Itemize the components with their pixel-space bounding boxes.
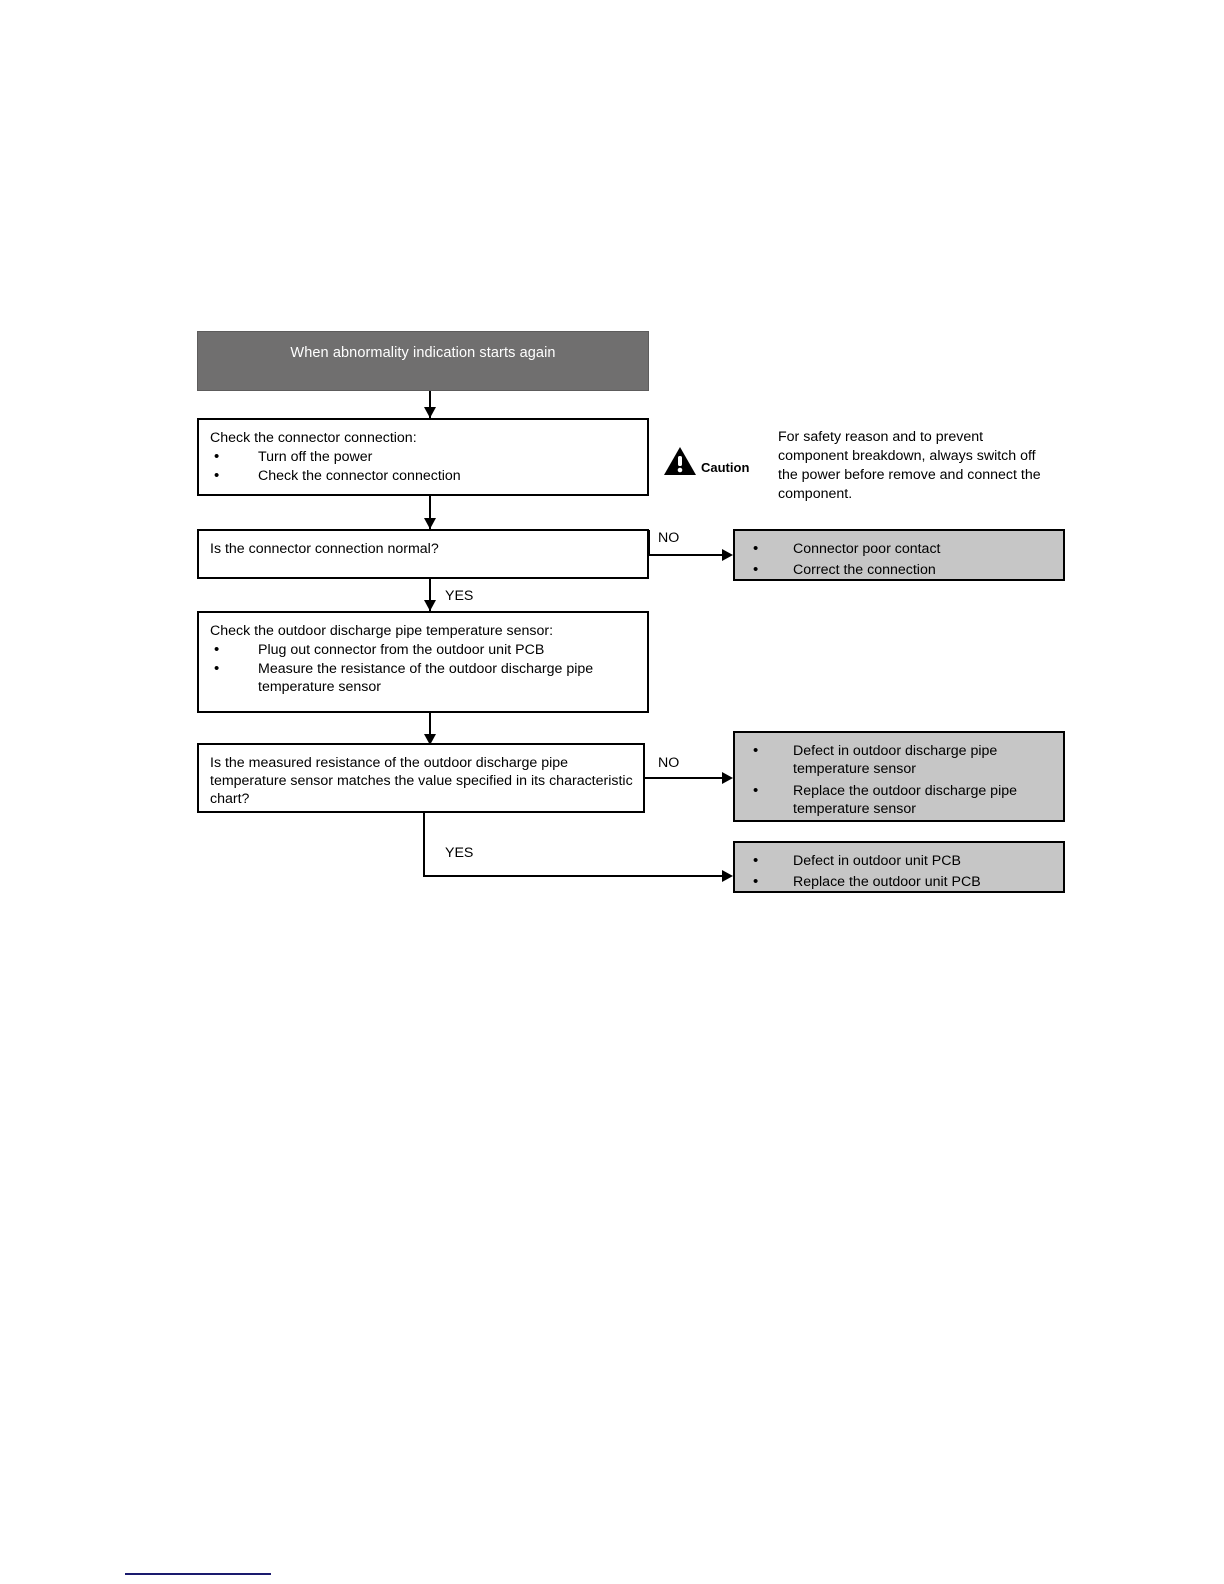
decision-resistance-matches: Is the measured resistance of the outdoo… <box>197 743 645 813</box>
edge-no-1 <box>649 554 729 556</box>
edge-no-2 <box>645 777 729 779</box>
result-pcb-fault: Defect in outdoor unit PCB Replace the o… <box>733 841 1065 893</box>
edge-no-1-stub <box>648 530 650 555</box>
connector-line-start-to-check <box>429 391 431 419</box>
result-sensor-fault-list: Defect in outdoor discharge pipe tempera… <box>743 741 1055 819</box>
flowchart-title: When abnormality indication starts again <box>290 345 556 361</box>
caution-label: Caution <box>701 459 750 475</box>
connector-line-sensor-to-decision2 <box>429 713 431 745</box>
list-item: Plug out connector from the outdoor unit… <box>210 640 637 659</box>
result-connector-fault: Connector poor contact Correct the conne… <box>733 529 1065 581</box>
edge-yes-2-vertical <box>423 813 425 877</box>
list-item: Measure the resistance of the outdoor di… <box>210 659 637 696</box>
list-item: Turn off the power <box>210 447 637 466</box>
edge-label-no-2: NO <box>658 755 680 771</box>
decision-connector-normal: Is the connector connection normal? <box>197 529 649 579</box>
step-check-connector-connection: Check the connector connection: Turn off… <box>197 418 649 496</box>
step-check-connector-list: Turn off the power Check the connector c… <box>210 447 637 485</box>
list-item: Check the connector connection <box>210 466 637 485</box>
arrow-right-icon <box>722 870 733 882</box>
step-check-sensor: Check the outdoor discharge pipe tempera… <box>197 611 649 713</box>
footer-rule <box>125 1573 271 1575</box>
edge-yes-2-horizontal <box>423 875 729 877</box>
arrow-right-icon <box>722 549 733 561</box>
edge-yes-1 <box>429 579 431 611</box>
decision-connector-text: Is the connector connection normal? <box>210 541 439 557</box>
result-sensor-fault: Defect in outdoor discharge pipe tempera… <box>733 731 1065 822</box>
result-pcb-fault-list: Defect in outdoor unit PCB Replace the o… <box>743 851 1055 892</box>
list-item: Replace the outdoor discharge pipe tempe… <box>743 781 1055 819</box>
edge-label-yes-1: YES <box>445 588 474 604</box>
warning-triangle-icon <box>663 446 697 476</box>
list-item: Connector poor contact <box>743 539 1055 559</box>
step-check-sensor-list: Plug out connector from the outdoor unit… <box>210 640 637 696</box>
decision-resistance-text: Is the measured resistance of the outdoo… <box>210 755 633 808</box>
step-check-connector-lead: Check the connector connection: <box>210 430 417 446</box>
arrow-down-icon <box>424 734 436 745</box>
connector-line-check-to-decision1 <box>429 496 431 529</box>
arrow-down-icon <box>424 600 436 611</box>
result-connector-fault-list: Connector poor contact Correct the conne… <box>743 539 1055 580</box>
arrow-down-icon <box>424 407 436 418</box>
list-item: Defect in outdoor discharge pipe tempera… <box>743 741 1055 779</box>
list-item: Defect in outdoor unit PCB <box>743 851 1055 871</box>
caution-text: For safety reason and to prevent compone… <box>778 429 1041 502</box>
list-item: Correct the connection <box>743 560 1055 580</box>
caution-block: Caution <box>663 446 749 476</box>
edge-label-yes-2: YES <box>445 845 474 861</box>
arrow-right-icon <box>722 772 733 784</box>
edge-label-no-1: NO <box>658 530 680 546</box>
flowchart-start-node: When abnormality indication starts again <box>197 331 649 391</box>
list-item: Replace the outdoor unit PCB <box>743 872 1055 892</box>
step-check-sensor-lead: Check the outdoor discharge pipe tempera… <box>210 623 554 639</box>
arrow-down-icon <box>424 518 436 529</box>
